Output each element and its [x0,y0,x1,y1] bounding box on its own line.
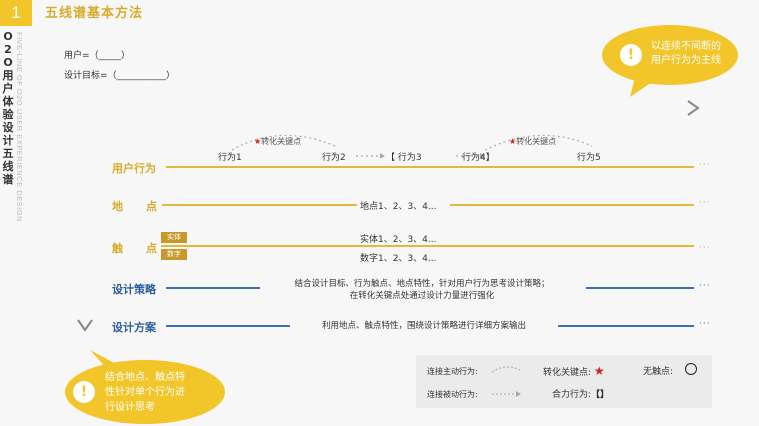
ellipsis-icon: ··· [699,243,711,253]
strategy-line1: 结合设计目标、行为触点、地点特性，针对用户行为思考设计策略； [294,279,550,289]
star-icon: ★ [254,137,262,146]
timeline-arrow-icon [120,100,700,116]
location-line-left [162,204,357,206]
row-label-behavior: 用户行为 [112,162,156,175]
behavior-3: 【 行为3 [386,153,422,163]
user-label: 用户=（_____） [64,51,131,61]
behavior-arcs [231,134,593,158]
strategy-line2: 在转化关键点处通过设计力量进行强化 [349,291,495,301]
touch-text-physical: 实体1、2、3、4... [360,235,437,245]
solution-text: 利用地点、触点特性，围绕设计策略进行详细方案输出 [321,321,526,331]
bubble-line: 行设计思考 [105,402,155,413]
key-point-label: 转化关键点 [516,137,557,146]
location-text: 地点1、2、3、4... [360,202,437,212]
row-label-location-a: 地 [112,200,123,213]
strategy-text: 结合设计目标、行为触点、地点特性，针对用户行为思考设计策略； 在转化关键点处通过… [262,278,582,302]
behavior-4: 行为4】 [462,153,495,163]
active-connector-icon [491,366,521,373]
key-point-2: ★转化关键点 [509,136,556,147]
touch-text-digital: 数字1、2、3、4... [360,254,437,264]
legend-passive: 连接被动行为: [427,390,478,399]
solution-line-left [166,325,290,327]
star-icon: ★ [509,137,517,146]
section-number: 1 [0,0,32,26]
tag-digital: 数字 [161,249,187,260]
top-speech-bubble [602,25,738,97]
star-icon: ★ [593,364,605,378]
ellipsis-icon: ··· [699,319,711,329]
row-label-solution: 设计方案 [112,321,156,334]
key-point-label: 转化关键点 [261,137,302,146]
circle-icon [685,363,697,375]
vertical-arrow-icon [77,150,93,332]
key-point-1: ★转化关键点 [254,136,301,147]
exclamation-icon: ! [73,381,95,403]
passive-connector-icon [492,391,521,397]
legend-key-label: 转化关键点: [543,368,592,378]
ellipsis-icon: ··· [699,281,711,291]
row-label-touch-b: 点 [146,242,157,255]
legend-panel [416,355,712,408]
legend-no-touch: 无触点: [643,364,673,377]
legend-key-point: 转化关键点: ★ [543,364,605,378]
behavior-5: 行为5 [577,153,601,163]
bottom-bubble-text: 结合地点、触点特 性针对单个行为进 行设计思考 [105,370,185,415]
ellipsis-icon: ··· [699,160,711,170]
legend-no-touch-label: 无触点: [643,367,674,377]
bubble-line: 性针对单个行为进 [105,387,185,398]
solution-line-right [558,325,694,327]
bubble-line: 以连续不间断的 [651,41,721,52]
sidebar-title-en: FIVE-LINE OF O2O USER EXPERIENCE DESIGN [15,32,24,222]
strategy-line-right [586,287,694,289]
bubble-line: 用户行为为主线 [651,55,721,66]
ellipsis-icon: ··· [699,198,711,208]
row-label-strategy: 设计策略 [112,283,156,296]
sidebar-title-cn: O2O用户体验设计五线谱 [2,30,14,186]
strategy-line-left [166,287,260,289]
legend-combined-label: 合力行为: [552,390,592,400]
behavior-2: 行为2 [322,153,346,163]
top-bubble-text: 以连续不间断的 用户行为为主线 [651,40,721,68]
bottom-speech-bubble [65,350,225,424]
bracket-icon: 【】 [591,390,610,400]
page-title: 五线谱基本方法 [45,6,144,21]
goal-label: 设计目标=（___________） [64,71,176,81]
touchpoint-line [161,245,694,247]
behavior-line [166,166,694,168]
row-label-touch-a: 触 [112,242,123,255]
legend-active: 连接主动行为: [427,367,478,376]
tag-physical: 实体 [161,232,187,243]
row-label-location-b: 点 [146,200,157,213]
legend-combined: 合力行为:【】 [552,387,609,400]
location-line-right [450,204,694,206]
behavior-1: 行为1 [218,153,242,163]
exclamation-icon: ! [620,44,642,66]
bubble-line: 结合地点、触点特 [105,372,185,383]
